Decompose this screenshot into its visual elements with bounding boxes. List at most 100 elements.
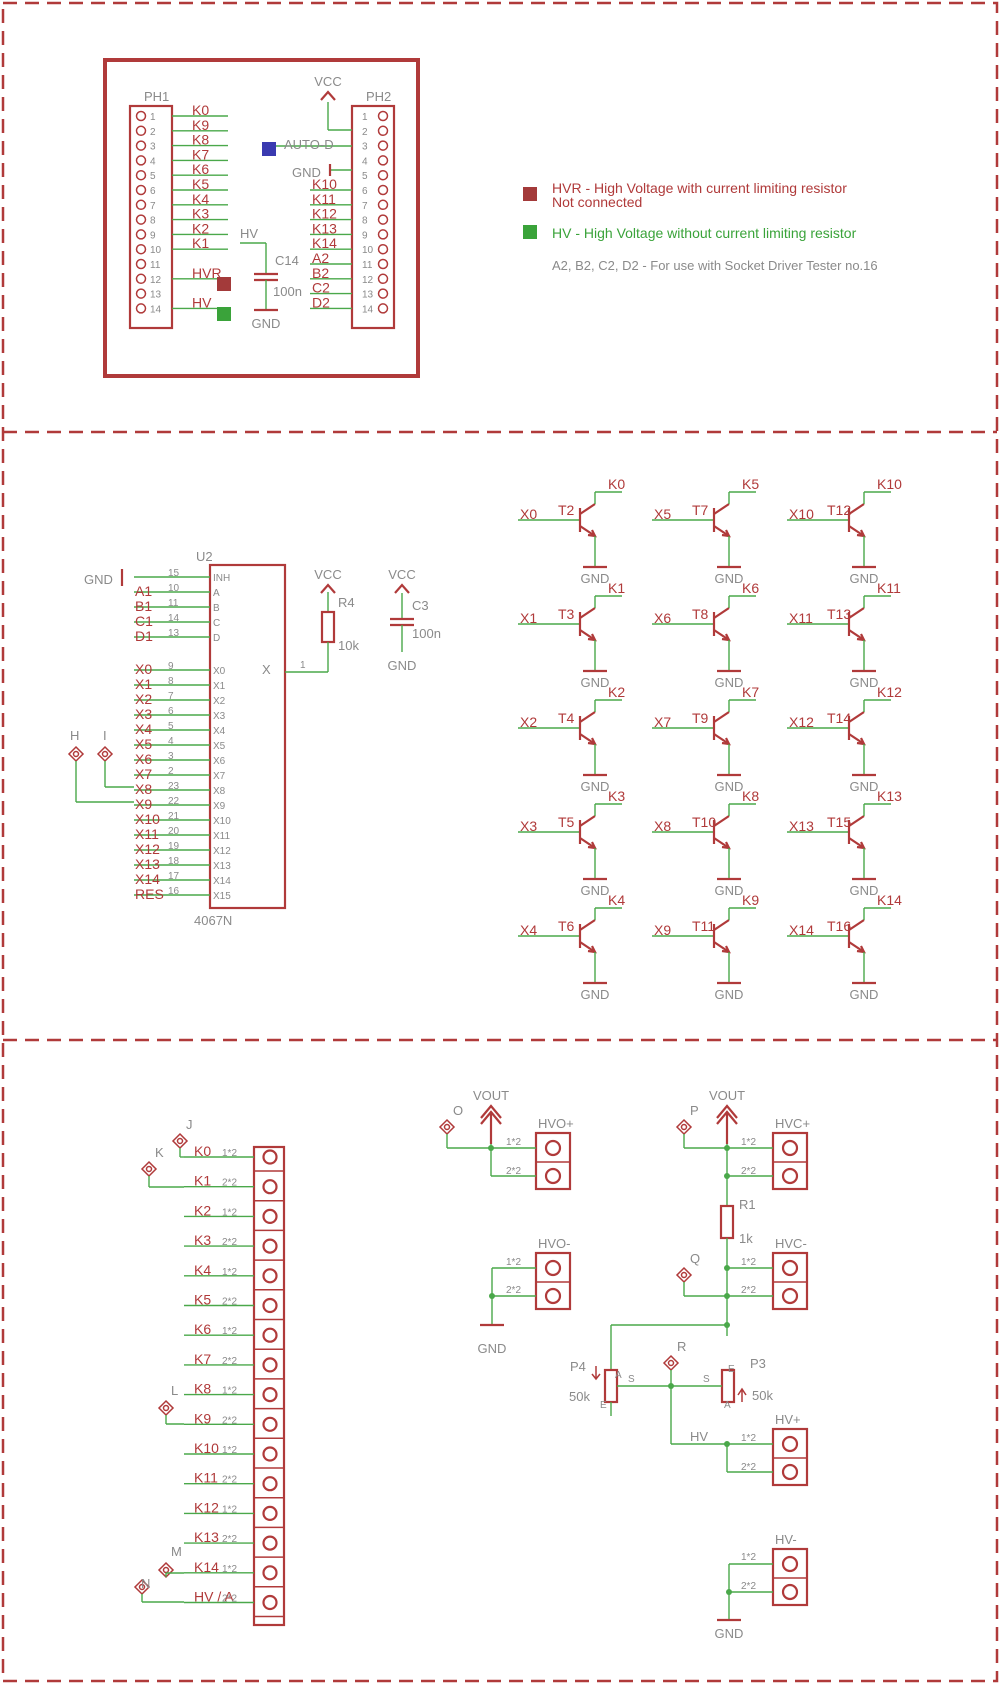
gnd-pin-label: GND <box>292 165 321 180</box>
test-point <box>96 745 114 763</box>
test-point-label: O <box>453 1103 463 1118</box>
r4-name: R4 <box>338 595 355 610</box>
pin-label: 1*2 <box>506 1257 521 1268</box>
terminal-net-label: K3 <box>194 1232 211 1248</box>
transistor-input-label: X11 <box>789 610 813 626</box>
terminal-screw <box>262 1297 278 1314</box>
u2-input-net: X13 <box>135 856 160 872</box>
pin-hole <box>135 214 147 225</box>
pin-label: 1*2 <box>741 1433 756 1444</box>
u2-input-net: RES <box>135 886 164 902</box>
terminal-screw <box>262 1268 278 1284</box>
transistor-emitter <box>713 837 730 849</box>
r1-value: 1k <box>739 1231 753 1246</box>
test-point-hole <box>138 1583 146 1591</box>
terminal-net-label: K12 <box>194 1499 219 1515</box>
pot-pin-label: E <box>728 1364 735 1375</box>
transistor-emitter <box>713 733 730 745</box>
terminal-net-label: K2 <box>194 1202 211 1218</box>
transistor-name: T11 <box>692 918 715 934</box>
u2-pin-function: C <box>213 618 220 629</box>
test-point-label: M <box>171 1544 182 1559</box>
transistor-collector <box>848 503 865 515</box>
transistor-gnd-label: GND <box>850 987 879 1002</box>
u2-input-net: A1 <box>135 583 152 599</box>
transistor-collector <box>579 815 596 827</box>
test-point-label: J <box>186 1117 193 1132</box>
transistor-collector <box>713 503 730 515</box>
test-point-hole <box>680 1123 688 1131</box>
ph2-label: PH2 <box>366 89 391 104</box>
transistor-output-label: K11 <box>877 580 901 596</box>
terminal-screw <box>262 1505 278 1522</box>
transistor-output-label: K7 <box>742 684 759 700</box>
connector-label: HVC- <box>775 1236 807 1251</box>
pin-hole <box>377 199 389 211</box>
gnd-label: GND <box>478 1341 507 1356</box>
c14-gnd-label: GND <box>252 316 281 331</box>
pot-pin-label: A <box>615 1370 622 1381</box>
ph1-signal-label: HVR <box>192 265 222 281</box>
pin-hole <box>135 258 147 270</box>
u2-input-net: X9 <box>135 796 152 812</box>
u2-pin-number: 19 <box>168 841 180 852</box>
connector-pin <box>544 1167 562 1185</box>
ph1-signal-label: K1 <box>192 235 209 251</box>
connector-pin <box>781 1583 799 1601</box>
pin-hole <box>135 288 147 299</box>
u2-pin-number: 8 <box>168 676 174 687</box>
terminal-screw <box>262 1386 278 1403</box>
transistor-collector <box>713 815 730 827</box>
pin-number: 4 <box>150 156 156 167</box>
transistor-input-label: X12 <box>789 714 814 730</box>
hv-section: VOUTHVO+O1*22*2HVO-1*22*2GNDVOUTHVC+P1*2… <box>438 1088 810 1641</box>
u2-pin-number: 3 <box>168 751 174 762</box>
c14-value: 100n <box>273 284 302 299</box>
u2-pin-number: 13 <box>168 628 180 639</box>
terminal-net-label: K7 <box>194 1351 211 1367</box>
u2-pin-function: X4 <box>213 726 226 737</box>
pin-number: 13 <box>150 290 162 301</box>
terminal-screw <box>262 1594 278 1611</box>
u2-pin-function: X9 <box>213 801 226 812</box>
terminal-screw <box>262 1238 278 1254</box>
connector-pin <box>544 1139 562 1157</box>
terminal-pin-label: 1*2 <box>222 1504 237 1515</box>
ph1-signal-label: K4 <box>192 191 209 207</box>
connector-label: HV+ <box>775 1412 801 1427</box>
ph2-signal-label: C2 <box>312 280 330 296</box>
connector-body <box>771 1547 809 1607</box>
c14-net-label: HV <box>240 226 258 241</box>
transistor-input-label: X3 <box>520 818 537 834</box>
u2-pin-function: X15 <box>213 891 231 902</box>
pin-hole <box>377 125 389 137</box>
u2-input-net: X12 <box>135 841 160 857</box>
terminal-screw <box>262 1565 278 1581</box>
c3-name: C3 <box>412 598 429 613</box>
pin-number: 4 <box>362 156 368 167</box>
u2-pin-function: X8 <box>213 786 226 797</box>
transistor-input-label: X9 <box>654 922 671 938</box>
transistor-name: T15 <box>827 814 851 830</box>
ph1-signal-label: K0 <box>192 102 209 118</box>
test-point-label: Q <box>690 1251 700 1266</box>
transistor-emitter <box>713 941 730 953</box>
pin-hole <box>377 214 389 225</box>
transistor-input-label: X10 <box>789 506 814 522</box>
pin-hole <box>377 184 389 196</box>
u2-input-net: X11 <box>135 826 159 842</box>
ph2-signal-label: K13 <box>312 220 337 236</box>
pin-hole <box>135 303 147 314</box>
transistor-gnd-label: GND <box>581 987 610 1002</box>
junction-dot <box>724 1322 730 1328</box>
test-point-hole <box>72 750 80 758</box>
transistor-input-label: X1 <box>520 610 537 626</box>
connector-body <box>771 1251 809 1311</box>
u2-pin-number: 18 <box>168 856 180 867</box>
wiper-label: S <box>628 1374 635 1385</box>
test-point-hole <box>162 1566 170 1574</box>
transistor-input-label: X5 <box>654 506 671 522</box>
pin-number: 8 <box>362 216 368 227</box>
